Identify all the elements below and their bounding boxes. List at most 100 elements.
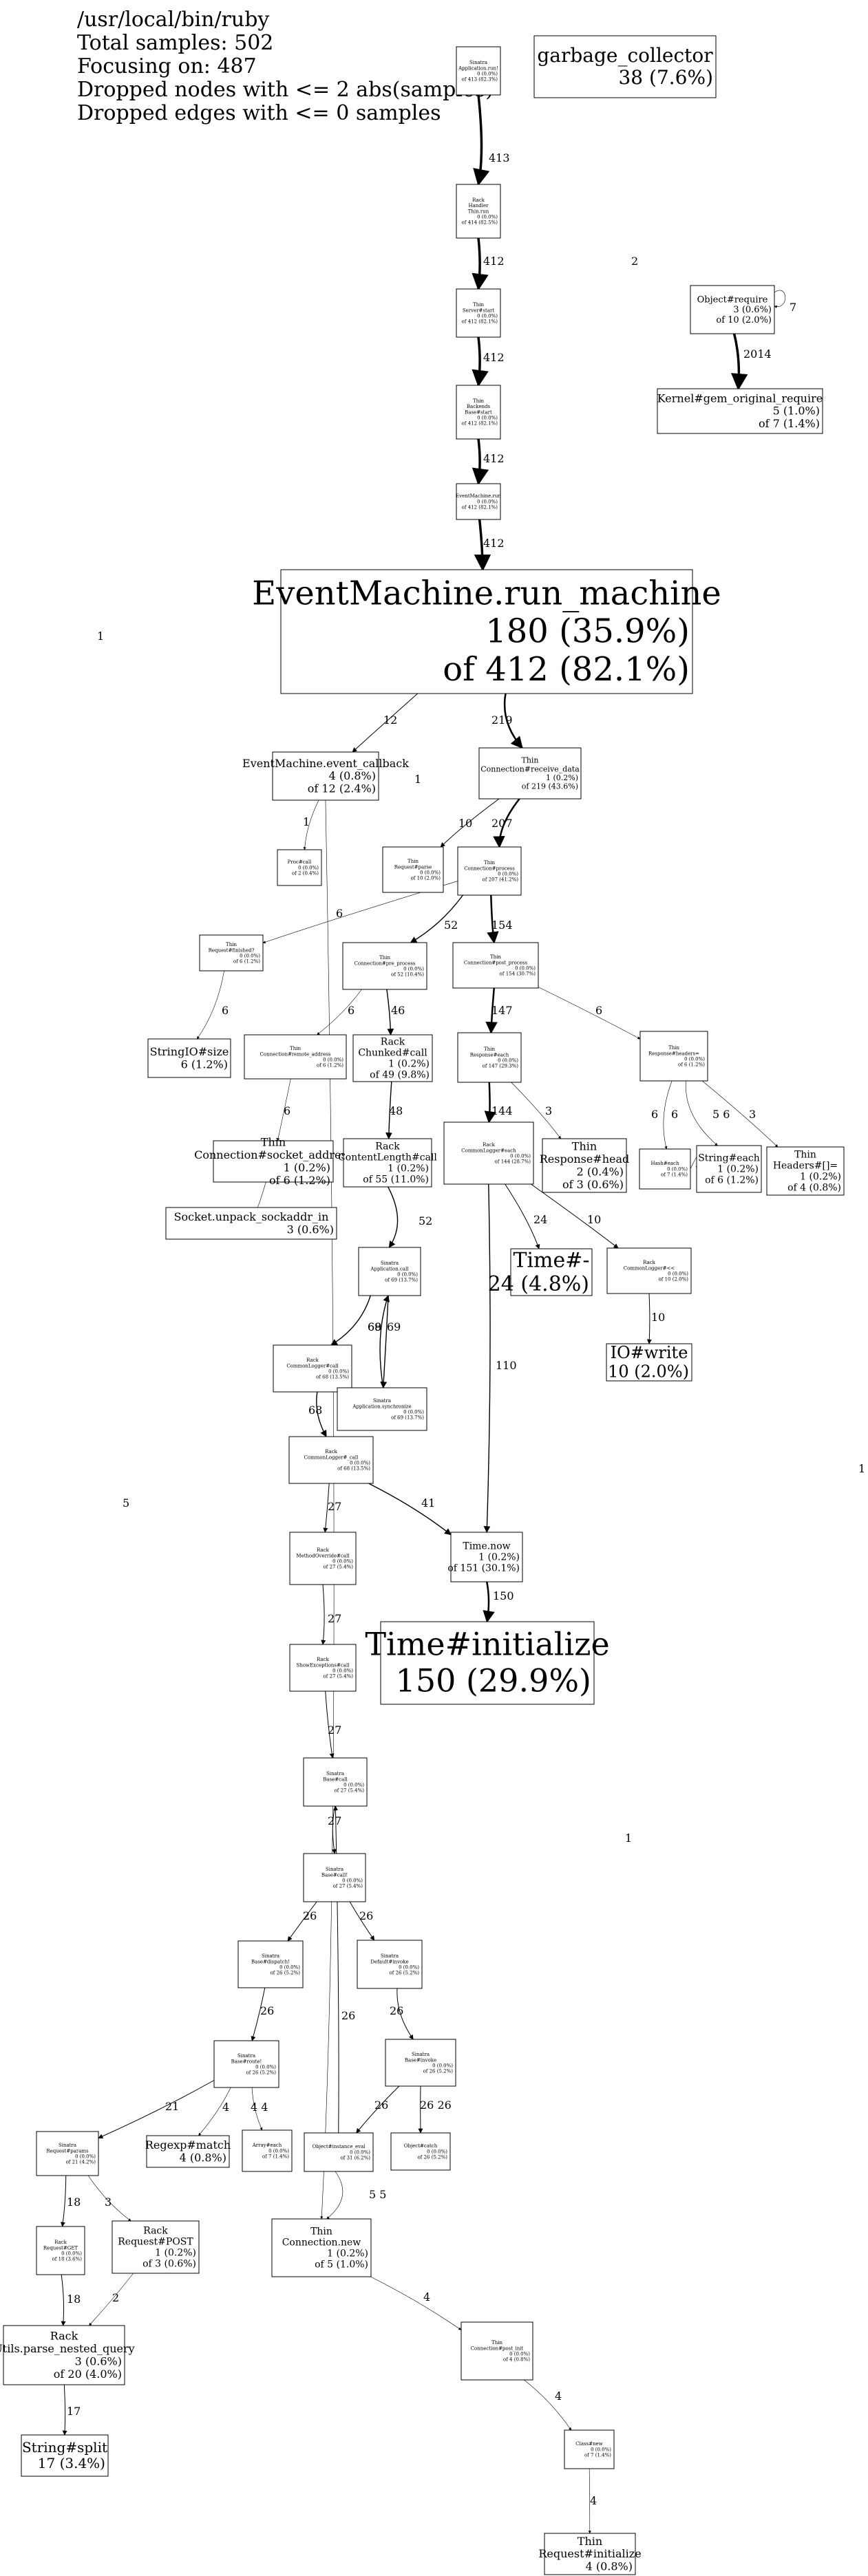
- node-label: Thin: [521, 756, 538, 765]
- node-label: 0 (0.0%): [477, 214, 498, 219]
- node-time-minus[interactable]: Time#-24 (4.8%): [488, 1248, 593, 1297]
- edge-line: [440, 798, 500, 848]
- node-label: Time#initialize: [365, 1626, 609, 1663]
- node-label: Hash#each: [651, 1161, 679, 1166]
- edge-line: [487, 894, 499, 944]
- node-box: [382, 846, 444, 893]
- edge-label: 7: [790, 301, 796, 314]
- node-label: 0 (0.0%): [332, 1668, 353, 1673]
- node-label: 0 (0.0%): [255, 2064, 276, 2070]
- node-label: Application.call: [370, 1266, 409, 1271]
- node-label: of 7 (1.4%): [584, 2452, 611, 2458]
- node-box: [358, 1247, 421, 1296]
- node-socket-unpack[interactable]: Socket.unpack_sockaddr_in3 (0.6%): [165, 1207, 337, 1240]
- edge-label: 6: [595, 1004, 602, 1017]
- edge-line: [385, 1081, 392, 1139]
- edge-label: 3: [105, 2196, 112, 2209]
- node-label: 0 (0.0%): [343, 1782, 364, 1788]
- edge: 26 26: [418, 2085, 452, 2134]
- edge-label: 147: [491, 1004, 513, 1017]
- edge-line: [89, 2273, 134, 2326]
- node-box: [303, 1853, 366, 1902]
- edge-label: 4: [555, 2390, 562, 2403]
- node-label: Sinatra: [469, 60, 487, 65]
- node-label: 0 (0.0%): [240, 953, 260, 958]
- edge-line: [646, 1293, 652, 1344]
- edge-label: 6: [671, 1108, 678, 1121]
- node-label: Thin: [473, 398, 484, 404]
- node-label: 0 (0.0%): [427, 2149, 447, 2154]
- focusing-on: Focusing on: 487: [77, 54, 257, 78]
- node-box: [213, 1140, 334, 1183]
- node-label: Connection#remote_address: [260, 1051, 331, 1057]
- node-label: 0 (0.0%): [432, 2063, 453, 2068]
- node-label: Rack: [643, 1260, 656, 1265]
- edge-label: 412: [483, 452, 505, 465]
- node-label: Socket.unpack_sockaddr_in: [174, 1210, 329, 1223]
- node-label: Base#route!: [231, 2059, 262, 2064]
- edge: 69: [368, 1295, 390, 1388]
- edge: 1: [303, 799, 319, 850]
- edge-line: [483, 1581, 495, 1623]
- node-label: of 414 (82.5%): [462, 219, 498, 225]
